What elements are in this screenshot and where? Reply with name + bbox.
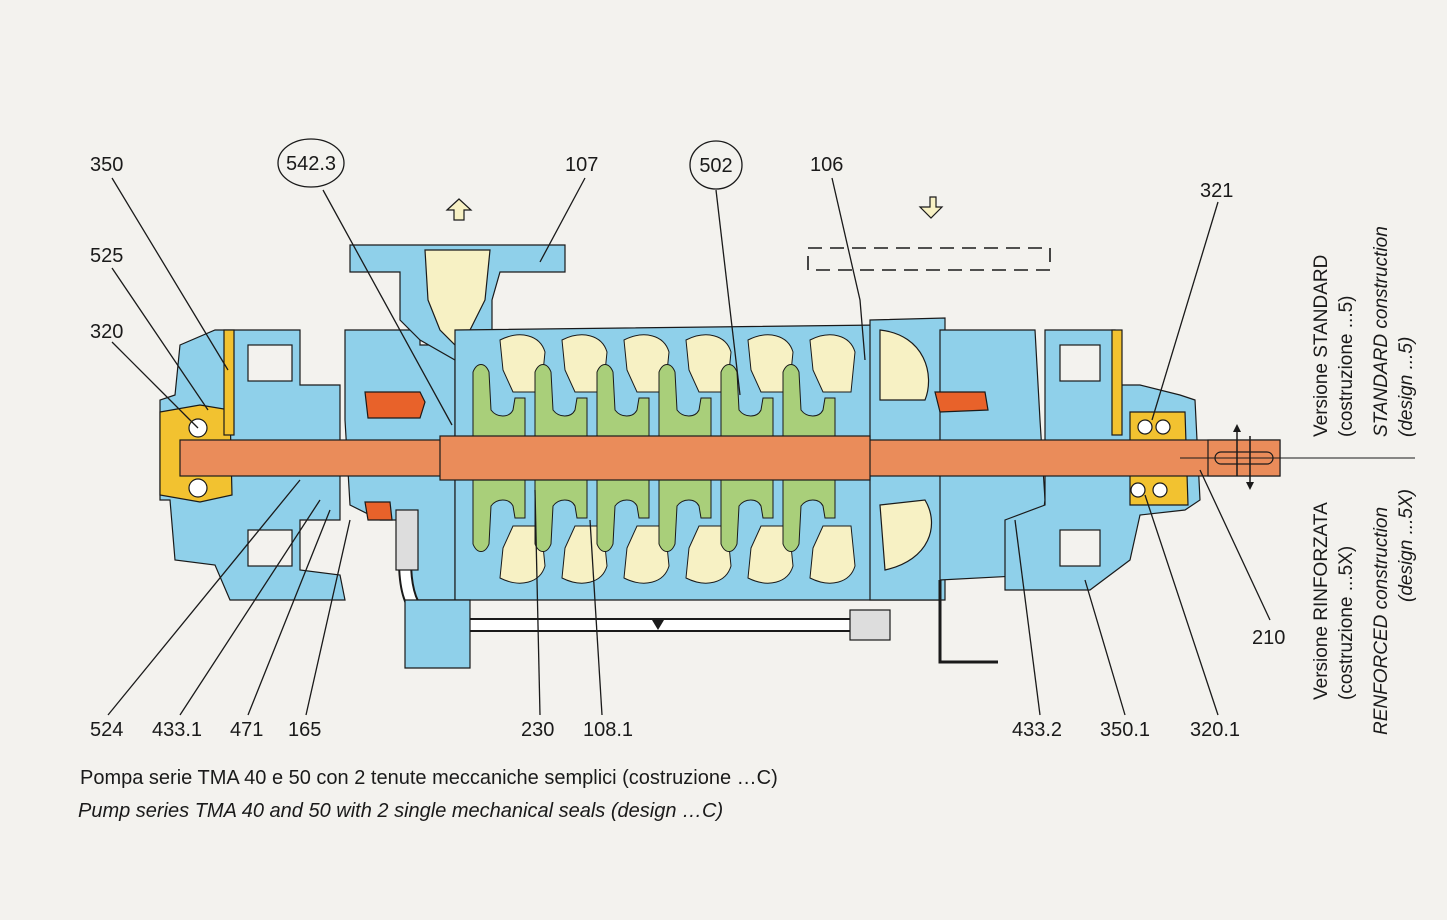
bracket-right-window-top — [1059, 344, 1101, 382]
pump-foot-left — [404, 599, 471, 669]
callout-321: 321 — [1200, 180, 1233, 202]
caption-english: Pump series TMA 40 and 50 with 2 single … — [78, 800, 723, 822]
version-reinforced-en-1: RENFORCED construction — [1371, 507, 1392, 735]
mechanical-seal-left — [364, 391, 426, 419]
impeller-upper — [658, 364, 712, 437]
diffuser-waterway-upper — [499, 334, 546, 393]
callout-320-1: 320.1 — [1190, 719, 1240, 741]
bearing-plate-right — [1111, 329, 1123, 436]
pump-foot-right — [938, 580, 998, 664]
impeller-lower — [596, 479, 650, 552]
bearing-nut-plate-left — [223, 329, 235, 436]
callout-labels: 350 525 320 542.3 107 502 106 321 210 52… — [90, 138, 1285, 741]
impeller-lower — [658, 479, 712, 552]
impeller-upper — [720, 364, 774, 437]
diffuser-waterway-lower — [561, 525, 608, 584]
shaft-sleeve — [439, 435, 871, 481]
pipe-fitting-left — [395, 509, 419, 571]
diffuser-waterway-upper — [561, 334, 608, 393]
callout-210: 210 — [1252, 627, 1285, 649]
mechanical-seal-right — [934, 391, 989, 413]
suction-nozzle-dashed — [807, 247, 1051, 271]
impeller-lower — [720, 479, 774, 552]
bearing-ball-right-4 — [1152, 482, 1168, 498]
callout-350: 350 — [90, 154, 123, 176]
diffuser-waterway-upper — [809, 334, 856, 393]
impeller-upper — [472, 364, 526, 437]
impeller-lower — [534, 479, 588, 552]
mechanical-seal-left-lower — [364, 501, 393, 521]
diffuser-waterway-upper — [685, 334, 732, 393]
bearing-ball-right-2 — [1155, 419, 1171, 435]
version-reinforced-en-2: (design ...5X) — [1396, 489, 1417, 602]
bracket-left-window-bottom — [247, 529, 293, 567]
impeller-stages — [454, 334, 856, 584]
callout-525: 525 — [90, 245, 123, 267]
callout-524: 524 — [90, 719, 123, 741]
impeller-upper — [782, 364, 836, 437]
bearing-ball-left-2 — [188, 478, 208, 498]
version-labels: Versione STANDARD (costruzione ...5) STA… — [1311, 226, 1417, 735]
callout-542-3-circle — [277, 138, 345, 188]
callout-542-3: 542.3 — [286, 153, 336, 175]
impeller-lower — [782, 479, 836, 552]
diffuser-waterway-lower — [747, 525, 794, 584]
diffuser-waterway-lower — [685, 525, 732, 584]
version-standard-it-1: Versione STANDARD — [1311, 255, 1332, 437]
bracket-right-window-bottom — [1059, 529, 1101, 567]
callout-350-1: 350.1 — [1100, 719, 1150, 741]
bearing-ball-right-1 — [1137, 419, 1153, 435]
impeller-upper — [596, 364, 650, 437]
bracket-left-window-top — [247, 344, 293, 382]
callout-230: 230 — [521, 719, 554, 741]
arrow-up-icon — [445, 198, 473, 221]
diffuser-waterway-lower — [809, 525, 856, 584]
diffuser-waterway-upper — [623, 334, 670, 393]
callout-108-1: 108.1 — [583, 719, 633, 741]
pump-assembly — [159, 196, 1415, 669]
callout-433-2: 433.2 — [1012, 719, 1062, 741]
rotation-arrow-icon — [1233, 424, 1254, 490]
callout-433-1: 433.1 — [152, 719, 202, 741]
diffuser-waterway-lower — [623, 525, 670, 584]
diffuser-waterway-lower — [499, 525, 546, 584]
version-reinforced-it-2: (costruzione ...5X) — [1336, 546, 1357, 700]
version-standard-en-1: STANDARD construction — [1371, 226, 1392, 437]
callout-502-circle — [689, 140, 743, 190]
callout-106: 106 — [810, 154, 843, 176]
callout-165: 165 — [288, 719, 321, 741]
diffuser-waterway-upper — [747, 334, 794, 393]
callout-320: 320 — [90, 321, 123, 343]
version-standard-en-2: (design ...5) — [1396, 337, 1417, 437]
version-reinforced-it-1: Versione RINFORZATA — [1311, 502, 1332, 700]
version-standard-it-2: (costruzione ...5) — [1336, 296, 1357, 438]
suction-waterway — [879, 329, 933, 571]
bearing-ball-right-3 — [1130, 482, 1146, 498]
caption-italian: Pompa serie TMA 40 e 50 con 2 tenute mec… — [80, 767, 778, 789]
arrow-down-icon — [918, 196, 944, 219]
callout-502: 502 — [699, 155, 732, 177]
flow-arrow-icon — [652, 620, 664, 630]
impeller-lower — [472, 479, 526, 552]
callout-107: 107 — [565, 154, 598, 176]
impeller-upper — [534, 364, 588, 437]
leader-lines — [107, 177, 1271, 716]
callout-471: 471 — [230, 719, 263, 741]
pipe-fitting-right — [849, 609, 891, 641]
